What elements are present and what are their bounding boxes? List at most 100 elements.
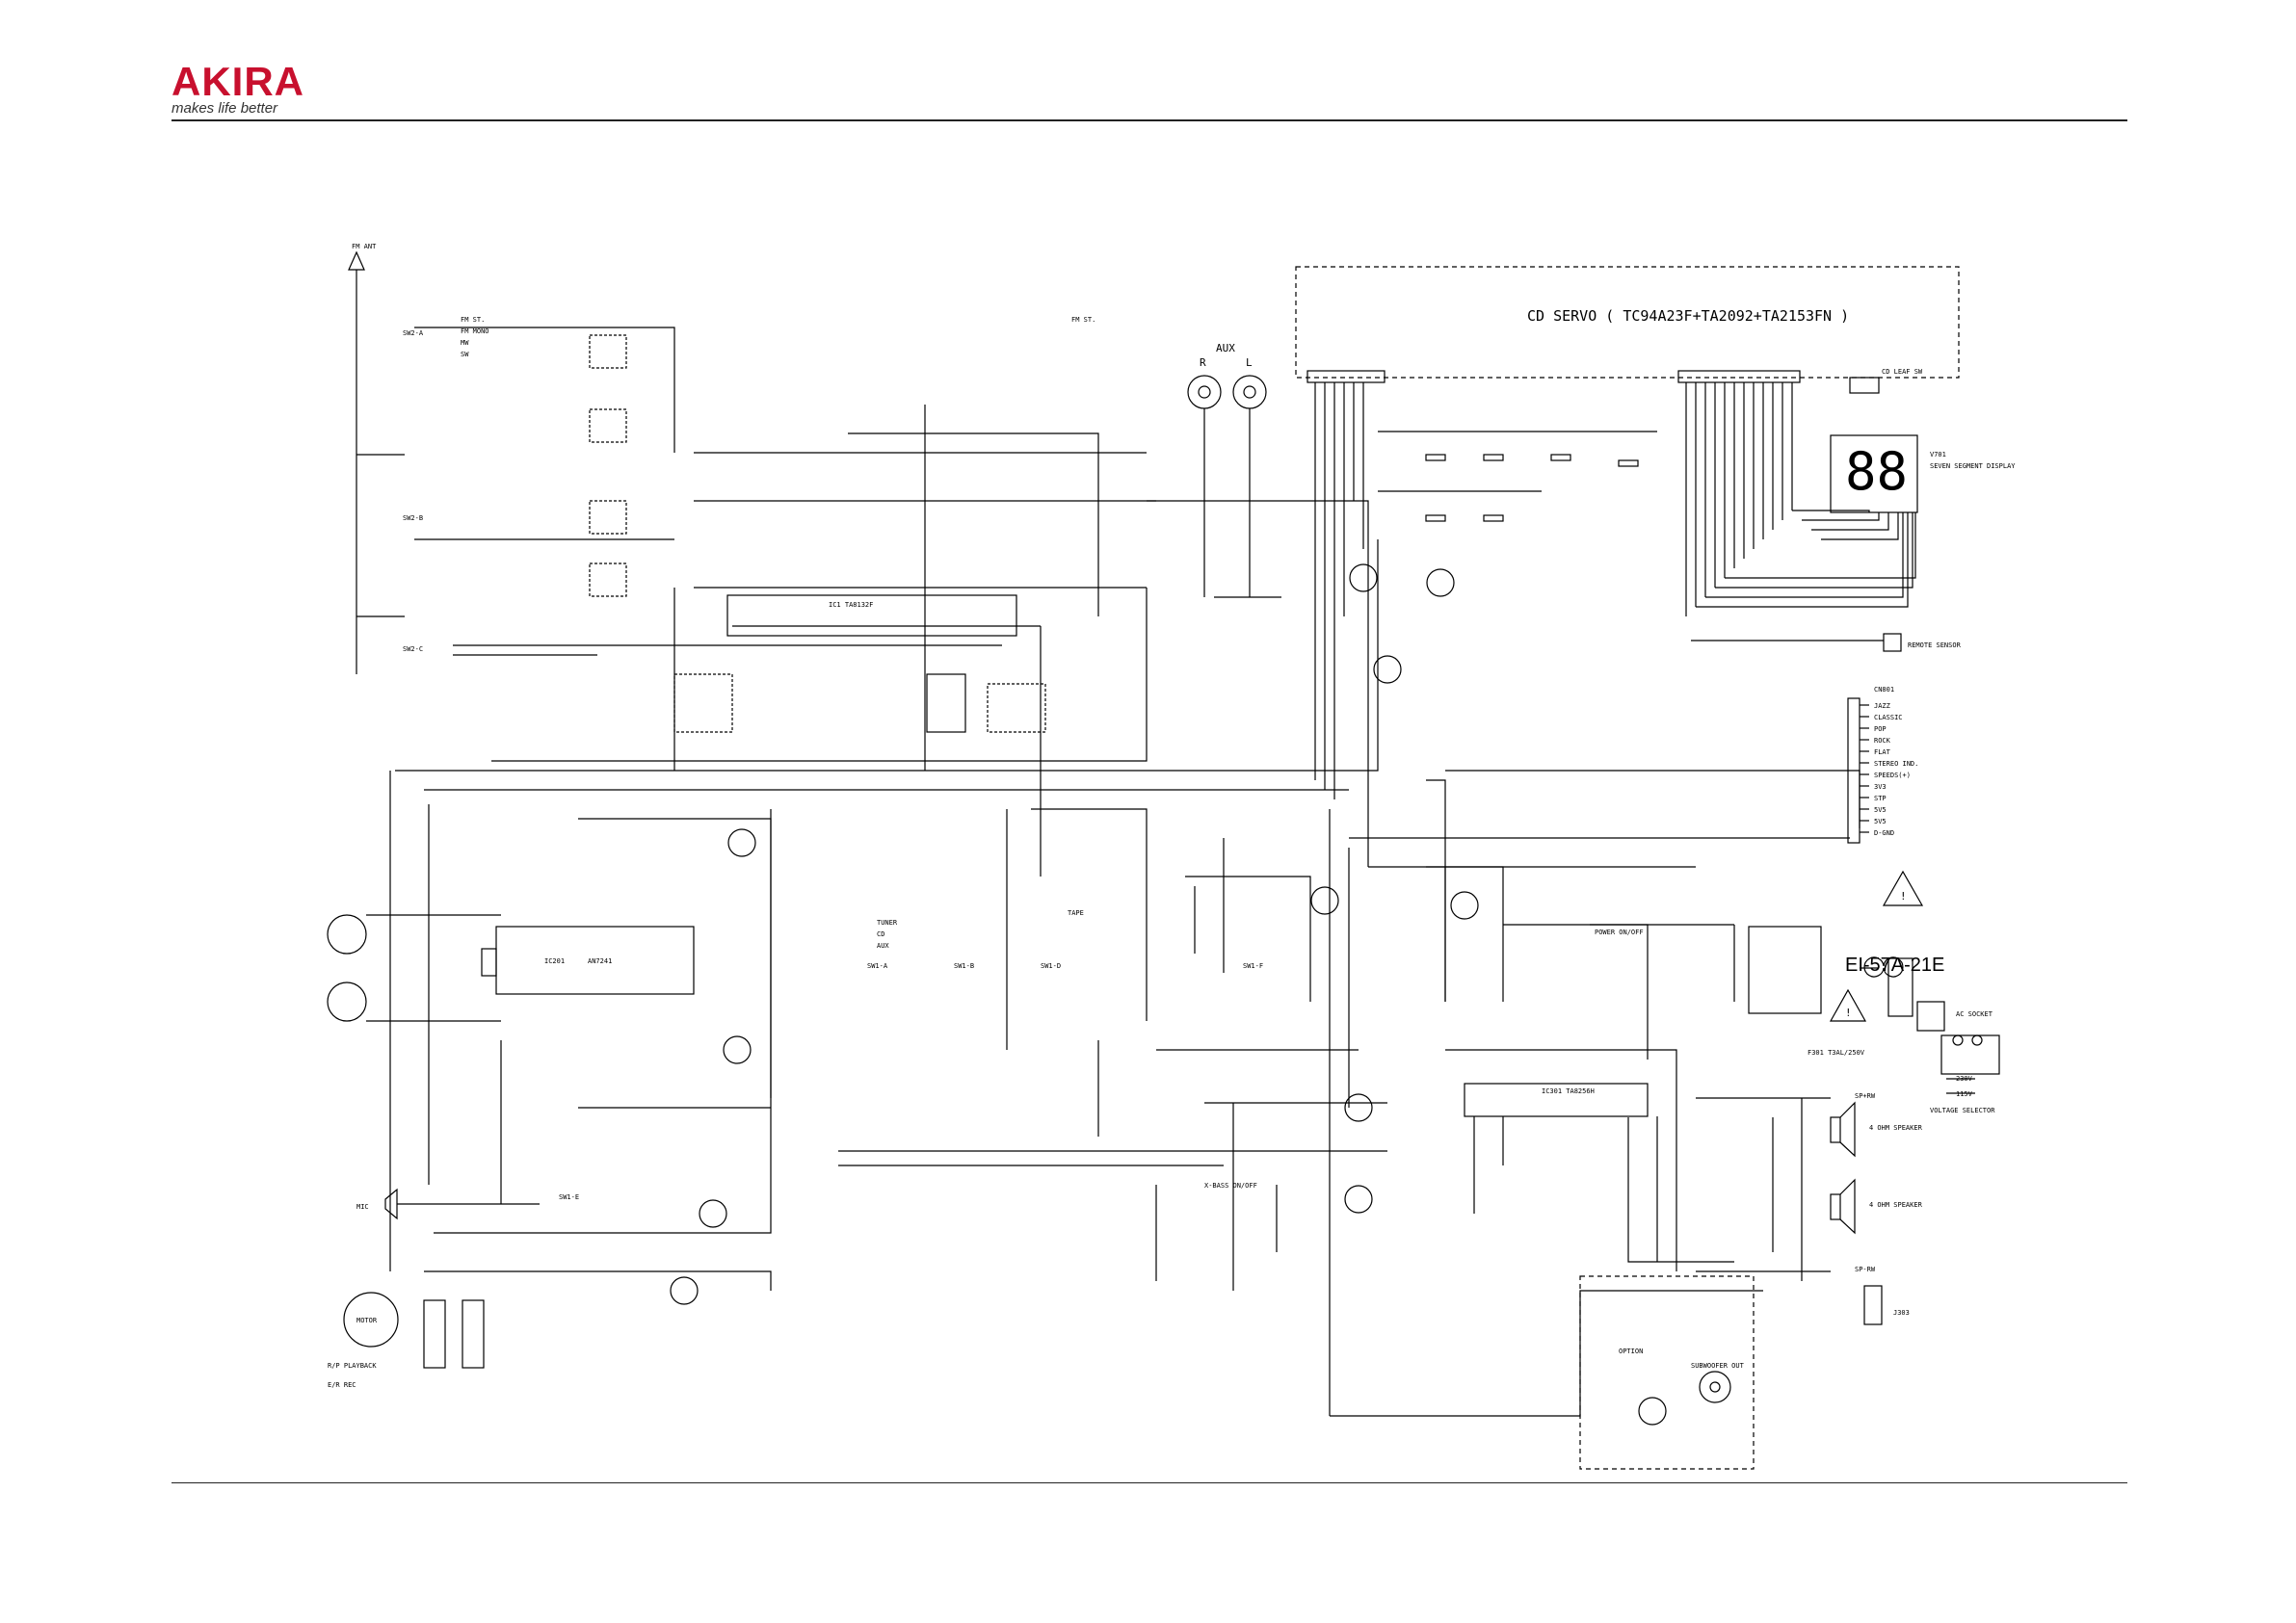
cd-servo-pin-lines bbox=[1314, 382, 1793, 799]
bass-label: X-BASS ON/OFF bbox=[1204, 1182, 1257, 1190]
speaker-left bbox=[1830, 1178, 1856, 1235]
transistors bbox=[670, 563, 1667, 1426]
brand-logo: AKIRA makes life better bbox=[172, 62, 304, 118]
svg-text:SW1-B: SW1-B bbox=[954, 962, 974, 970]
svg-text:TAPE: TAPE bbox=[1068, 909, 1084, 917]
cd-leaf-label: CD LEAF SW bbox=[1882, 368, 1923, 376]
speaker-wiring bbox=[1696, 1097, 1831, 1281]
speaker-left-label: 4 OHM SPEAKER bbox=[1869, 1201, 1923, 1209]
cd-leaf-switch bbox=[1849, 377, 1880, 394]
motor-label: MOTOR bbox=[356, 1317, 378, 1324]
remote-sensor-label: REMOTE SENSOR bbox=[1908, 641, 1962, 649]
cd-connector-left bbox=[1306, 370, 1386, 383]
speaker-right bbox=[1830, 1101, 1856, 1158]
power-section bbox=[1444, 867, 2000, 1094]
svg-text:TUNER: TUNER bbox=[877, 919, 898, 927]
cn801-pin-label: D-GND bbox=[1874, 829, 1894, 837]
svg-text:SP+RW: SP+RW bbox=[1855, 1092, 1876, 1100]
svg-text:SW1-D: SW1-D bbox=[1041, 962, 1061, 970]
display-ref: V701 bbox=[1930, 451, 1946, 458]
svg-text:!: ! bbox=[1845, 1007, 1852, 1019]
svg-text:FM ST.: FM ST. bbox=[461, 316, 485, 324]
svg-text:SW1-E: SW1-E bbox=[559, 1193, 579, 1201]
svg-text:R/P PLAYBACK: R/P PLAYBACK bbox=[328, 1362, 377, 1370]
motor bbox=[343, 1292, 399, 1348]
power-amp-ic bbox=[1464, 1083, 1649, 1117]
power-amp-label: IC301 TA8256H bbox=[1542, 1087, 1595, 1095]
svg-text:IC201: IC201 bbox=[544, 957, 565, 965]
volume-section bbox=[838, 876, 1387, 1291]
display-digits: 88 bbox=[1845, 441, 1908, 502]
svg-text:FM MONO: FM MONO bbox=[461, 327, 489, 335]
cd-connector-right bbox=[1677, 370, 1801, 383]
svg-text:MW: MW bbox=[461, 339, 469, 347]
tuner-wiring bbox=[356, 327, 1379, 772]
brand-tagline: makes life better bbox=[172, 100, 278, 117]
svg-text:SW: SW bbox=[461, 351, 469, 358]
tape-head-upper bbox=[327, 914, 367, 955]
header-rule bbox=[172, 119, 2127, 121]
tape-wiring bbox=[366, 771, 1118, 1291]
mic bbox=[384, 1188, 398, 1220]
subwoofer-jack bbox=[1699, 1371, 1731, 1403]
tuner-coils bbox=[589, 334, 1046, 733]
cn801-pin-label: CLASSIC bbox=[1874, 714, 1903, 721]
svg-text:SW1-F: SW1-F bbox=[1243, 962, 1263, 970]
cn801-pin-label: STP bbox=[1874, 795, 1887, 802]
tuner-ic bbox=[726, 594, 1017, 637]
transformer-model: EI-57A-21E bbox=[1845, 955, 1944, 976]
cd-servo-box bbox=[1295, 266, 1960, 379]
antenna bbox=[348, 250, 365, 674]
cn801-pin-label: SPEEDS(+) bbox=[1874, 772, 1911, 779]
aux-jack-right bbox=[1187, 375, 1222, 409]
bus-lines bbox=[1006, 500, 1861, 1137]
tape-head-lower bbox=[327, 982, 367, 1022]
cn801-ref: CN801 bbox=[1874, 686, 1894, 694]
headphone-jack bbox=[1863, 1285, 1883, 1325]
svg-text:CD: CD bbox=[877, 930, 884, 938]
cn801-pin-label: JAZZ bbox=[1874, 702, 1890, 710]
aux-left-label: L bbox=[1246, 356, 1253, 369]
mic-label: MIC bbox=[356, 1203, 369, 1211]
svg-text:SP-RW: SP-RW bbox=[1855, 1266, 1876, 1273]
subwoofer-label: SUBWOOFER OUT bbox=[1691, 1362, 1745, 1370]
aux-right-label: R bbox=[1200, 356, 1206, 369]
band-switch-labels: SW2-A FM ST. FM MONO MW SW SW2-B SW2-C F… bbox=[403, 316, 1095, 653]
cn801-pin-label: POP bbox=[1874, 725, 1887, 733]
cn801-pin-label: STEREO IND. bbox=[1874, 760, 1918, 768]
svg-text:115V: 115V bbox=[1956, 1090, 1973, 1098]
svg-text:!: ! bbox=[1900, 890, 1907, 903]
svg-text:SW1-A: SW1-A bbox=[867, 962, 888, 970]
antenna-label: FM ANT bbox=[352, 243, 377, 250]
svg-text:SW2-B: SW2-B bbox=[403, 514, 423, 522]
footer-rule bbox=[172, 1482, 2127, 1483]
warning-triangle-2 bbox=[1829, 988, 1867, 1022]
key-matrix bbox=[1378, 431, 1657, 522]
warning-triangle-1 bbox=[1882, 870, 1924, 906]
cn801-pin-label: FLAT bbox=[1874, 748, 1891, 756]
aux-label: AUX bbox=[1216, 342, 1235, 354]
speaker-right-label: 4 OHM SPEAKER bbox=[1869, 1124, 1923, 1132]
voltage-selector-label: VOLTAGE SELECTOR bbox=[1930, 1107, 1995, 1114]
remote-sensor bbox=[1883, 633, 1902, 652]
svg-text:J303: J303 bbox=[1893, 1309, 1910, 1317]
svg-text:SW2-C: SW2-C bbox=[403, 645, 423, 653]
svg-text:AUX: AUX bbox=[877, 942, 889, 950]
fuse-label: F301 T3AL/250V bbox=[1808, 1049, 1865, 1057]
display-name: SEVEN SEGMENT DISPLAY bbox=[1930, 462, 2016, 470]
svg-text:SW2-A: SW2-A bbox=[403, 329, 424, 337]
display-bus bbox=[1696, 510, 1916, 608]
seven-segment-display bbox=[1830, 434, 1918, 513]
power-switch-label: POWER ON/OFF bbox=[1595, 929, 1644, 936]
aux-jack-left bbox=[1232, 375, 1267, 409]
cn801-pin-label: 5V5 bbox=[1874, 818, 1887, 825]
ac-socket-label: AC SOCKET bbox=[1956, 1010, 1993, 1018]
cd-servo-label: CD SERVO ( TC94A23F+TA2092+TA2153FN ) bbox=[1527, 307, 1849, 325]
svg-text:230V: 230V bbox=[1956, 1075, 1973, 1083]
tuner-ic-label: IC1 TA8132F bbox=[829, 601, 873, 609]
cn801-pin-label: 5V5 bbox=[1874, 806, 1887, 814]
subwoofer-box bbox=[1579, 1275, 1755, 1470]
function-switches: TUNER CD AUX SW1-A SW1-B SW1-D SW1-F SW1… bbox=[559, 909, 1263, 1201]
